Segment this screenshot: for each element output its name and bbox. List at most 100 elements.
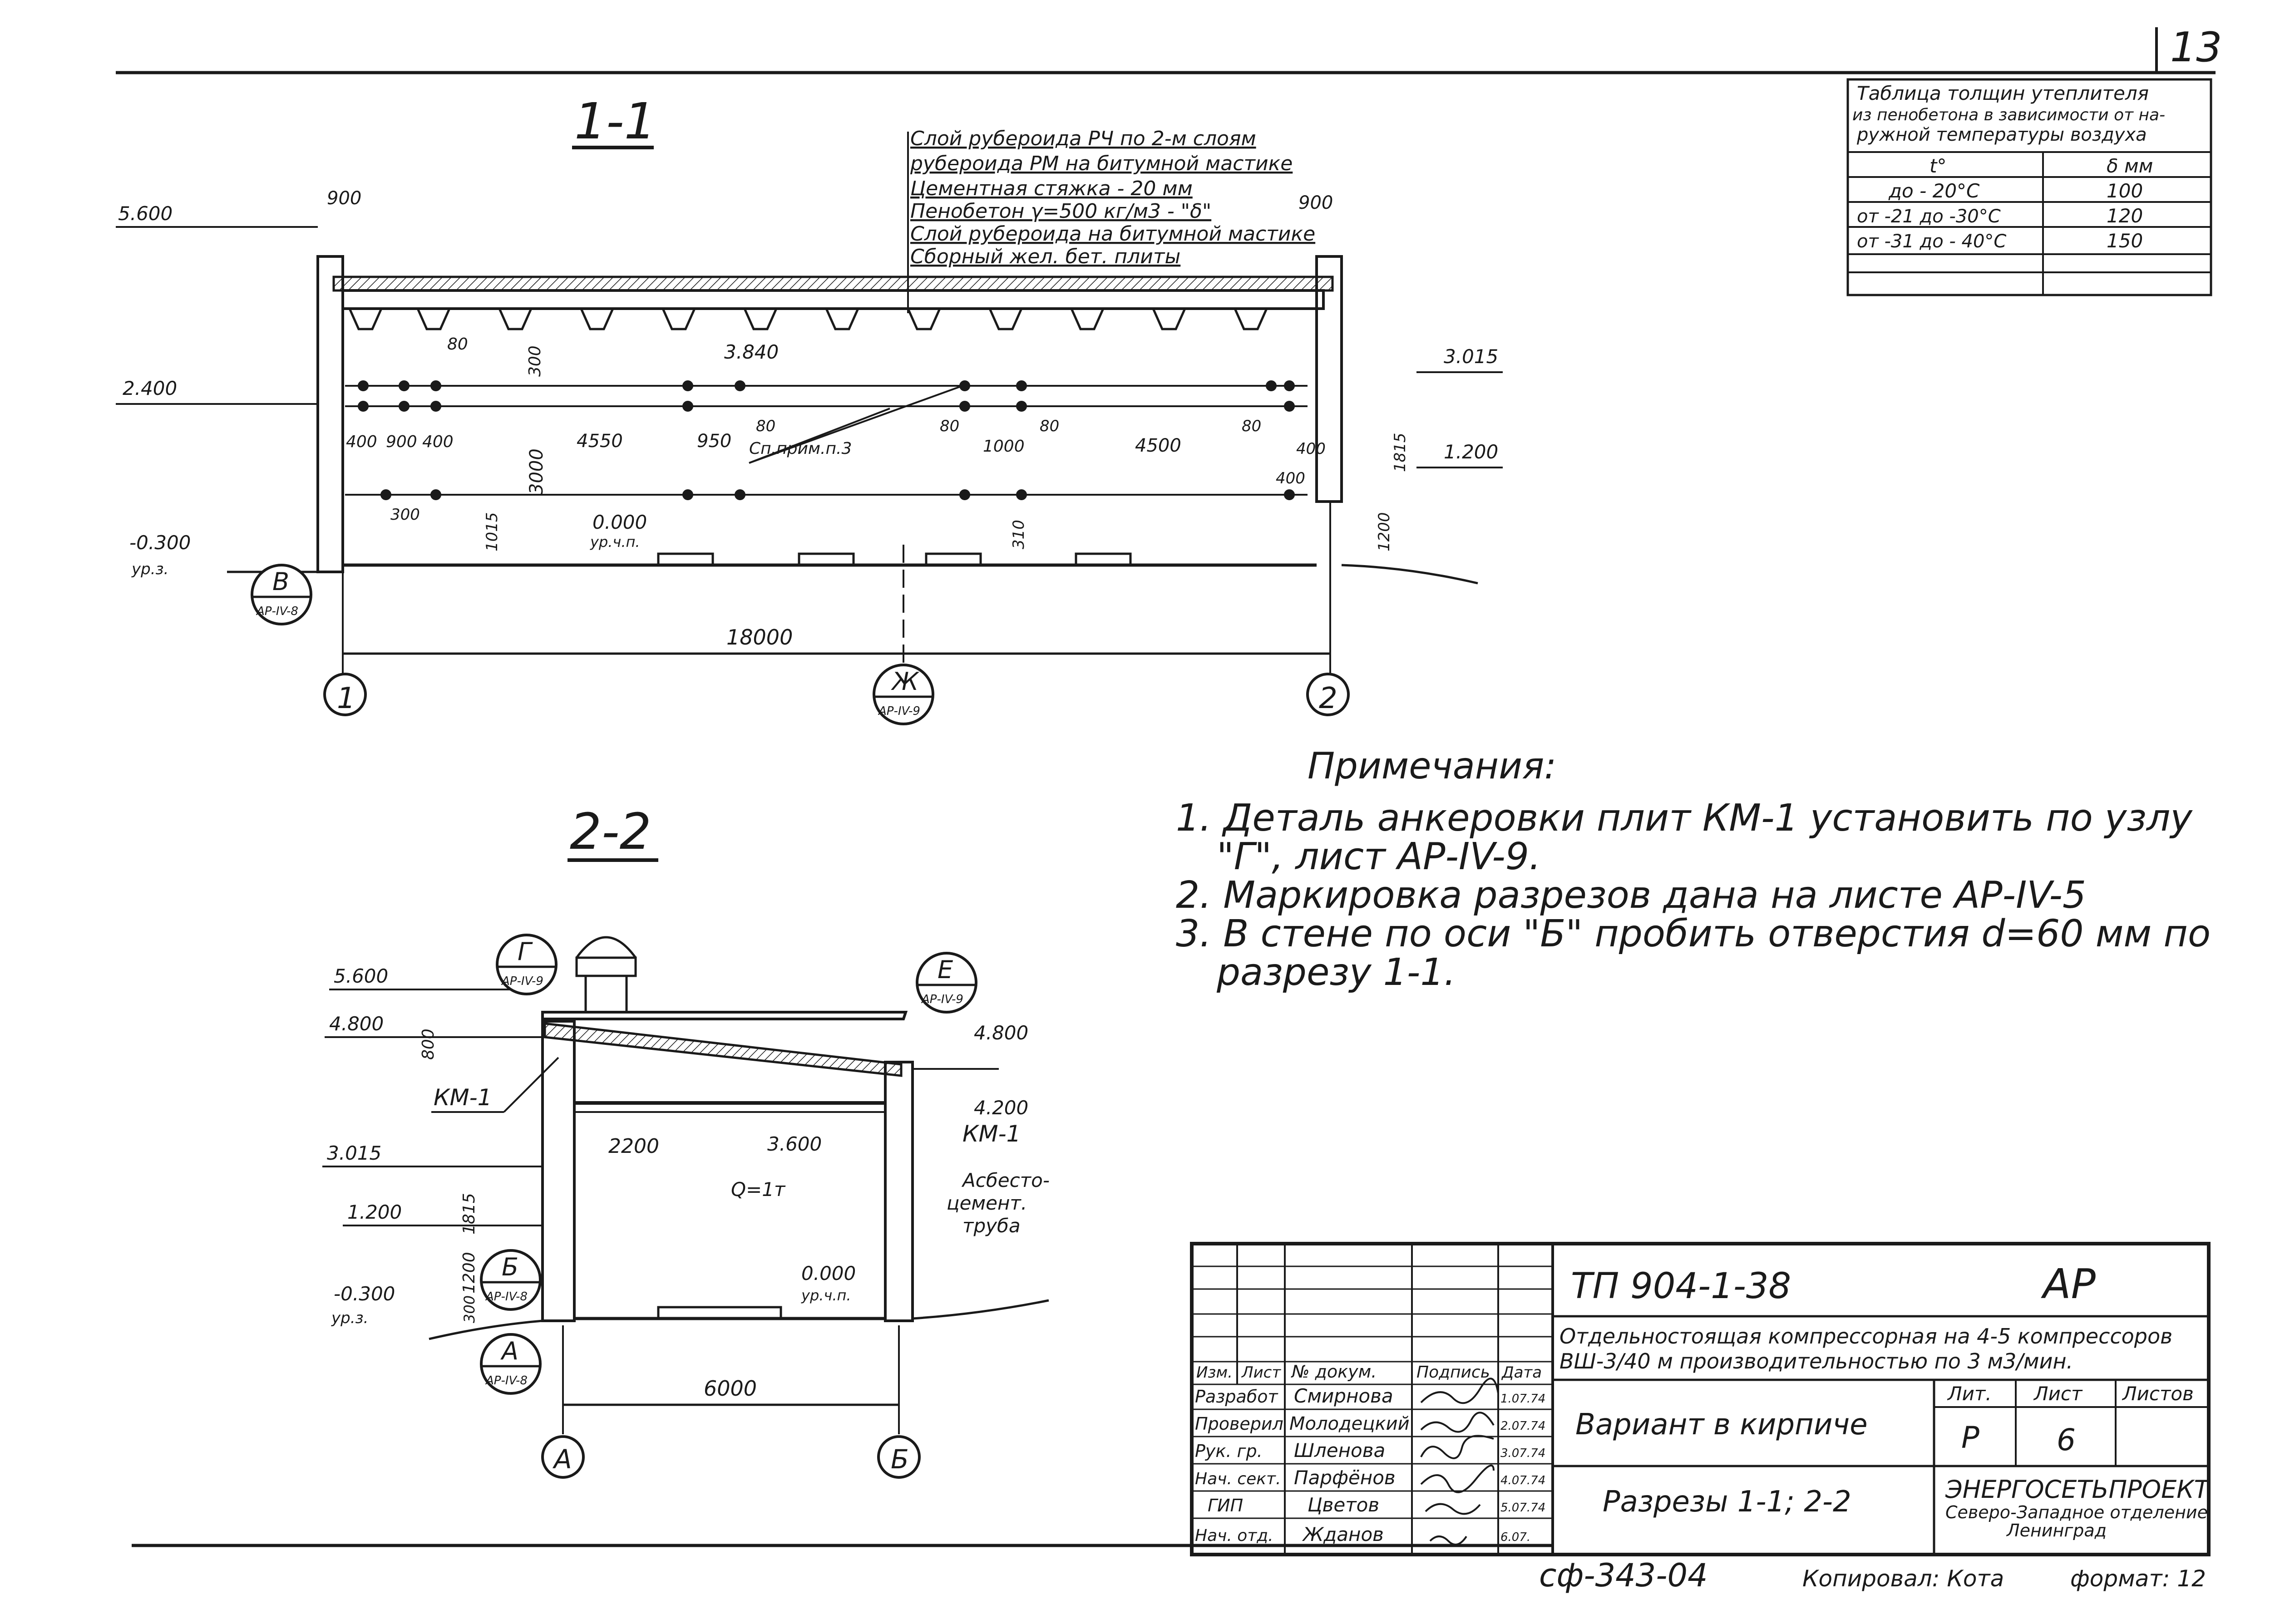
axis-bubble-b: Б <box>877 1435 921 1479</box>
insulation-table-title-2: из пенобетона в зависимости от на- <box>1852 106 2165 124</box>
staff-role: Нач. сект. <box>1195 1470 1281 1488</box>
insulation-table-cell: от -31 до - 40°С <box>1857 231 2006 252</box>
staff-date: 6.07. <box>1500 1530 1530 1544</box>
callout-zh: Ж АР-IV-9 <box>873 664 934 725</box>
wall-axis-1 <box>316 255 344 573</box>
roof-ventilator <box>575 936 637 1014</box>
svg-text:80: 80 <box>1040 417 1059 435</box>
svg-text:900: 900 <box>1298 192 1333 213</box>
dims-1-1: 900 900 80 300 400 900 400 4550 950 3000… <box>327 188 1409 650</box>
staff-name: Жданов <box>1302 1523 1384 1545</box>
svg-text:400: 400 <box>1296 440 1326 458</box>
svg-text:1: 1 <box>337 682 355 715</box>
rev-header: Дата <box>1501 1363 1542 1382</box>
svg-text:80: 80 <box>1242 417 1261 435</box>
staff-name: Шленова <box>1294 1439 1385 1462</box>
insulation-table-title-3: ружной температуры воздуха <box>1856 124 2147 145</box>
roof-slab-1-1 <box>341 289 1325 310</box>
staff-date: 3.07.74 <box>1500 1447 1545 1460</box>
org-dept: Северо-Западное отделение <box>1945 1502 2208 1522</box>
svg-text:400: 400 <box>422 433 454 451</box>
svg-text:400: 400 <box>346 433 377 451</box>
svg-text:18000: 18000 <box>726 625 793 650</box>
svg-text:400: 400 <box>1276 469 1305 487</box>
insulation-table-cell: 150 <box>2107 230 2143 252</box>
svg-text:АР-IV-9: АР-IV-9 <box>501 974 543 988</box>
staff-date: 1.07.74 <box>1500 1392 1545 1406</box>
svg-text:Q=1т: Q=1т <box>731 1178 786 1201</box>
wall-axis-b <box>884 1061 914 1322</box>
svg-text:Слой рубероида РЧ по 2-м слоям: Слой рубероида РЧ по 2-м слоям <box>910 127 1256 150</box>
svg-text:АР-IV-9: АР-IV-9 <box>878 704 920 718</box>
note-line: 1. Деталь анкеровки плит КМ-1 установить… <box>1176 797 2193 840</box>
staff-role: Рук. гр. <box>1195 1441 1263 1461</box>
level-2400-1-1: 2.400 <box>123 377 177 399</box>
insulation-table-cell: 120 <box>2107 205 2143 227</box>
svg-text:80: 80 <box>940 417 959 435</box>
svg-text:Слой рубероида на битумной мас: Слой рубероида на битумной мастике <box>910 222 1315 246</box>
sheet-title: Разрезы 1-1; 2-2 <box>1603 1485 1851 1519</box>
svg-text:900: 900 <box>327 188 361 209</box>
section-1-1: 1-1 <box>116 92 1503 725</box>
level-3840: 3.840 <box>724 341 779 363</box>
svg-text:4550: 4550 <box>577 431 623 452</box>
note-line: 3. В стене по оси "Б" пробить отверстия … <box>1176 912 2211 955</box>
svg-text:3.600: 3.600 <box>767 1133 822 1155</box>
staff-date: 2.07.74 <box>1500 1419 1545 1433</box>
project-code: ТП 904-1-38 <box>1571 1266 1791 1307</box>
svg-text:Б: Б <box>891 1444 909 1475</box>
callout-v: В АР-IV-8 <box>251 564 312 625</box>
stage-code: АР <box>2041 1260 2096 1308</box>
svg-text:300: 300 <box>390 506 420 524</box>
svg-text:АР-IV-8: АР-IV-8 <box>485 1290 528 1304</box>
staff-date: 4.07.74 <box>1500 1474 1545 1487</box>
insulation-table-title-1: Таблица толщин утеплителя <box>1857 82 2149 104</box>
svg-text:Асбесто-: Асбесто- <box>961 1169 1050 1191</box>
svg-text:3000: 3000 <box>526 448 547 495</box>
rev-header: № докум. <box>1291 1362 1377 1382</box>
svg-text:5.600: 5.600 <box>334 965 388 987</box>
note-line: разрезу 1-1. <box>1216 951 1456 994</box>
roof-2-2 <box>541 1011 908 1020</box>
svg-text:1815: 1815 <box>1391 433 1409 472</box>
svg-text:А: А <box>552 1444 572 1475</box>
svg-text:1.200: 1.200 <box>347 1201 402 1223</box>
sheet-frame <box>116 27 2216 1547</box>
svg-text:АР-IV-8: АР-IV-8 <box>256 605 298 618</box>
svg-text:АР-IV-8: АР-IV-8 <box>485 1374 528 1388</box>
svg-text:4.800: 4.800 <box>329 1013 384 1035</box>
callout-b-2-2: Б АР-IV-8 <box>480 1249 542 1311</box>
svg-text:1000: 1000 <box>983 437 1025 456</box>
insulation-table-cell: от -21 до -30°С <box>1857 206 2001 227</box>
floor-pads-1-1 <box>657 552 1132 566</box>
svg-text:А: А <box>500 1337 518 1365</box>
insulation-table-cell: 100 <box>2107 180 2143 202</box>
staff-role: Нач. отд. <box>1195 1526 1273 1545</box>
svg-text:1200: 1200 <box>1375 512 1393 551</box>
staff-date: 5.07.74 <box>1500 1501 1545 1515</box>
level-3015-1-1: 3.015 <box>1444 345 1498 368</box>
staff-role: Разработ <box>1195 1387 1278 1407</box>
section-1-1-title: 1-1 <box>574 92 656 150</box>
svg-text:4.800: 4.800 <box>974 1022 1028 1044</box>
svg-text:-0.300: -0.300 <box>334 1283 395 1305</box>
list-header: Лист <box>2033 1383 2083 1405</box>
svg-text:Б: Б <box>502 1253 518 1281</box>
notes-block: Примечания: 1. Деталь анкеровки плит КМ-… <box>1176 745 2211 994</box>
insulation-table: Таблица толщин утеплителя из пенобетона … <box>1846 78 2212 296</box>
lit-value: Р <box>1961 1420 1979 1455</box>
lit-header: Лит. <box>1947 1383 1992 1405</box>
roof-slab-2-2 <box>543 1022 903 1077</box>
variant: Вариант в кирпиче <box>1575 1408 1868 1442</box>
staff-role: ГИП <box>1208 1496 1243 1516</box>
level-0000-1-1: 0.000 <box>592 511 647 533</box>
svg-text:Ж: Ж <box>891 667 920 696</box>
level-5600-1-1: 5.600 <box>118 202 173 225</box>
wall-axis-2 <box>1315 255 1343 503</box>
page-number: 13 <box>2170 24 2222 71</box>
dims-2-2: 800 2200 1815 1200 300 6000 <box>419 1029 757 1401</box>
org-city: Ленинград <box>2006 1521 2107 1540</box>
svg-text:Е: Е <box>938 955 953 984</box>
axis-bubble-2: 2 <box>1306 673 1350 716</box>
